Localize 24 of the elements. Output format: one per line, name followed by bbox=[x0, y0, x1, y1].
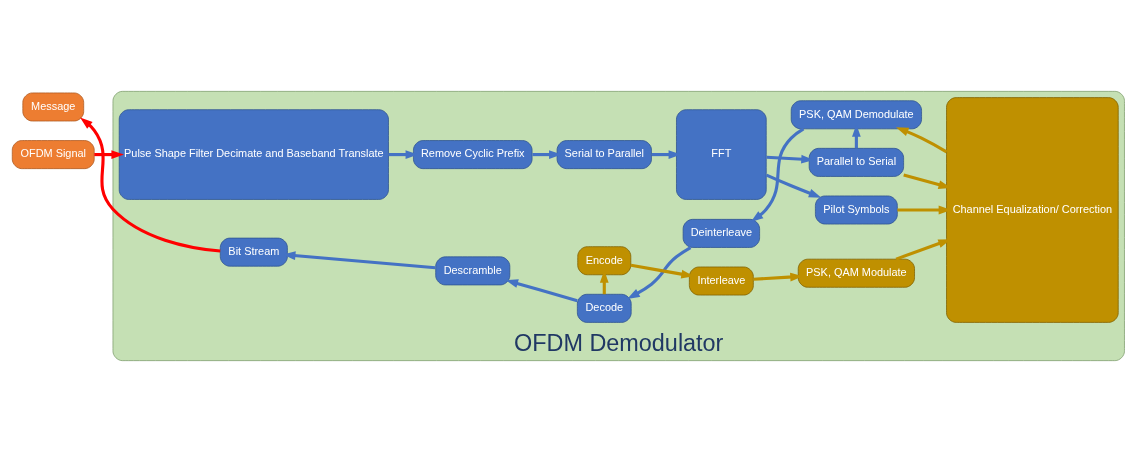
arrow bbox=[765, 173, 822, 198]
arrow bbox=[750, 127, 805, 222]
arrow bbox=[80, 117, 221, 253]
node-box: Pulse Shape Filter Decimate and Baseband Translate bbox=[118, 108, 389, 200]
node-box: Decode bbox=[576, 293, 632, 323]
node-box: Message bbox=[22, 92, 85, 121]
node-box: Descramble bbox=[435, 255, 511, 285]
node-box: Serial to Parallel bbox=[556, 139, 652, 169]
node-box: Interleave bbox=[688, 266, 754, 295]
arrow bbox=[627, 245, 692, 299]
node-box: Pilot Symbols bbox=[815, 195, 898, 224]
node-box: Encode bbox=[577, 245, 632, 275]
arrow bbox=[505, 278, 578, 302]
node-box: Parallel to Serial bbox=[808, 147, 904, 177]
node-box: FFT bbox=[676, 108, 767, 200]
node-box: Channel Equalization/ Correction bbox=[946, 96, 1119, 323]
node-box: Deinterleave bbox=[682, 218, 760, 248]
node-box: Remove Cyclic Prefix bbox=[413, 139, 533, 169]
node-box: OFDM Signal bbox=[11, 139, 95, 169]
node-box: PSK, QAM Modulate bbox=[797, 258, 915, 288]
node-box: PSK, QAM Demodulate bbox=[790, 99, 922, 129]
node-box: Bit Stream bbox=[219, 237, 288, 267]
arrow bbox=[94, 149, 124, 159]
arrow bbox=[895, 126, 948, 153]
